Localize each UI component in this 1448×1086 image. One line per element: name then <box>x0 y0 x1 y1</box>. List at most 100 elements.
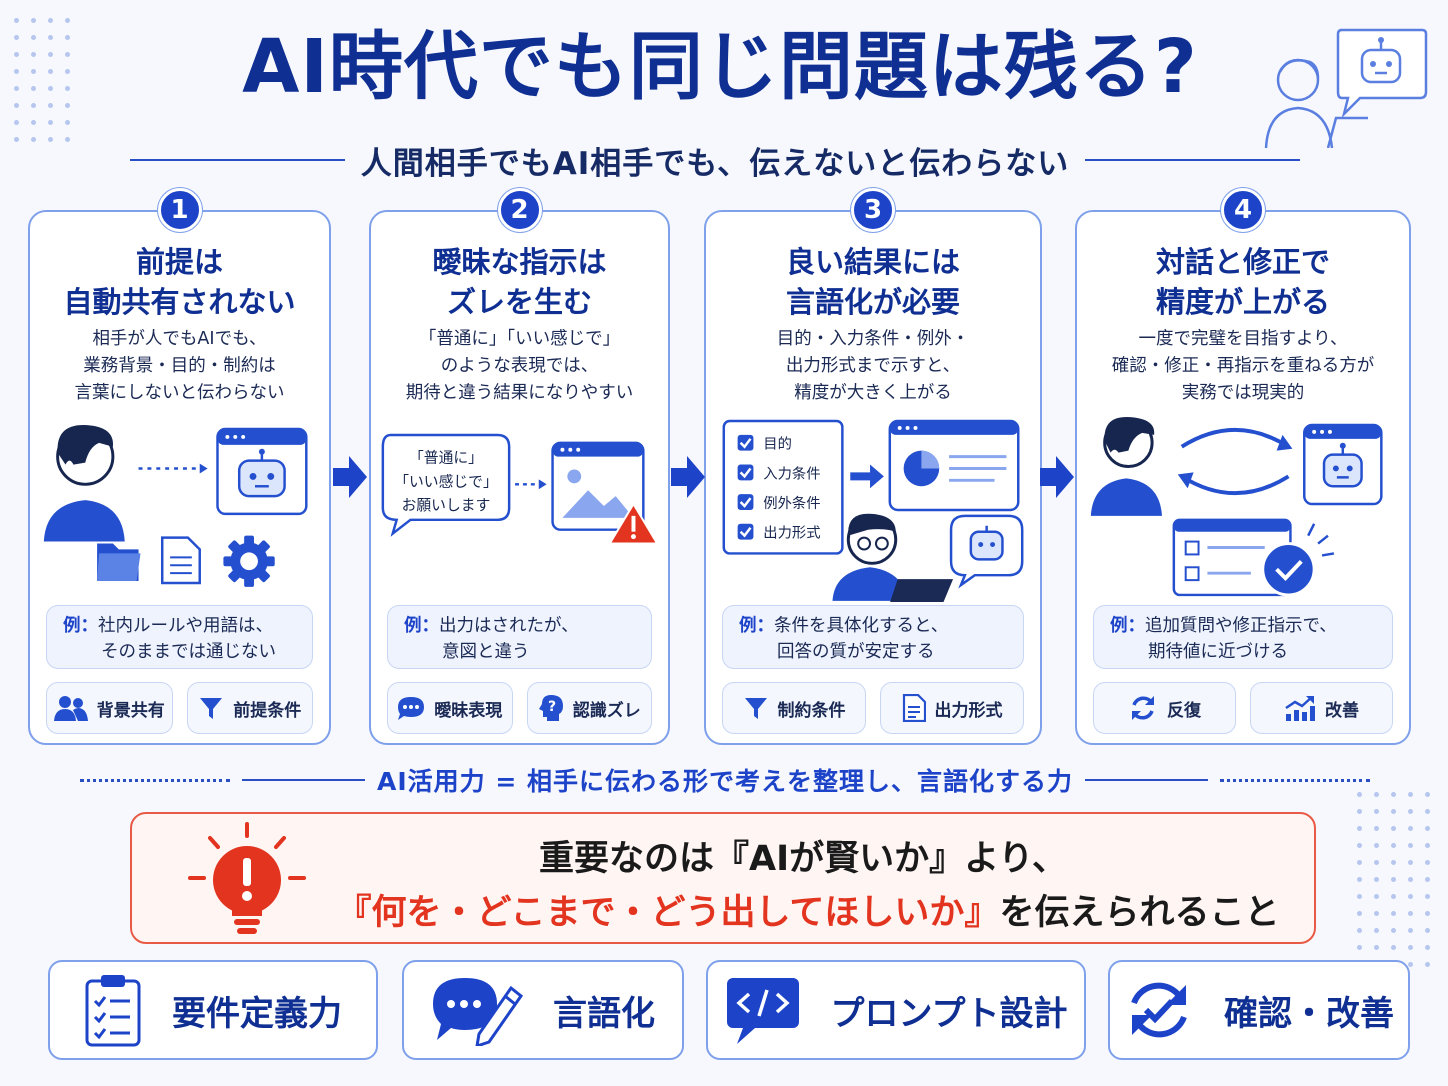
filter-icon <box>744 698 767 719</box>
checklist-item: 出力形式 <box>763 525 820 542</box>
card-verbalization: 3 良い結果には 言語化が必要 目的・入力条件・例外・ 出力形式まで示すと、 精… <box>704 188 1042 745</box>
flow-arrow-icon <box>1040 456 1074 498</box>
dotted-divider <box>80 778 230 782</box>
chat-pen-icon <box>433 978 523 1046</box>
tag-output-format: 出力形式 <box>880 682 1024 734</box>
checkbox-icon <box>737 464 754 481</box>
card-description: 目的・入力条件・例外・ 出力形式まで示すと、 精度が大きく上がる <box>706 326 1040 407</box>
divider-line <box>1085 159 1300 161</box>
checklist-item: 例外条件 <box>763 495 820 512</box>
desc-line: 一度で完璧を目指すより、 <box>1138 329 1348 349</box>
desc-line: 期待と違う結果になりやすい <box>405 383 634 403</box>
example-label: 例： <box>739 616 774 636</box>
document-icon <box>160 536 201 585</box>
checklist-panel: 目的 入力条件 例外条件 出力形式 <box>722 419 844 555</box>
step-number-badge: 3 <box>851 188 895 232</box>
illustration-person-to-ai <box>43 424 308 587</box>
bubble-text: お願いします <box>402 497 491 514</box>
card-description: 相手が人でもAIでも、 業務背景・目的・制約は 言葉にしないと伝わらない <box>30 326 329 407</box>
dotted-divider <box>1220 778 1371 782</box>
tag-preconditions: 前提条件 <box>186 682 313 734</box>
desc-line: 確認・修正・再指示を重ねる方が <box>1111 356 1375 376</box>
example-box: 例：社内ルールや用語は、 そのままでは通じない <box>46 605 313 669</box>
desc-line: 精度が大きく上がる <box>794 383 952 403</box>
document-icon <box>902 694 926 722</box>
example-text: 追加質問や修正指示で、 <box>1145 616 1337 636</box>
skill-requirements-definition: 要件定義力 <box>48 960 378 1060</box>
subtitle: 人間相手でもAI相手でも、伝えないと伝わらない <box>360 145 1070 182</box>
page-title: AI時代でも同じ問題は残る? <box>242 24 1198 110</box>
card-title: 前提は 自動共有されない <box>30 242 329 322</box>
robot-chat-icon <box>1336 28 1428 118</box>
example-label: 例： <box>1110 616 1145 636</box>
tag-label: 背景共有 <box>96 700 165 721</box>
card-title-line: 精度が上がる <box>1155 285 1330 319</box>
example-text: 社内ルールや用語は、 <box>98 616 273 636</box>
divider-line <box>1085 779 1209 781</box>
step-number-badge: 2 <box>497 188 542 232</box>
skill-label: プロンプト設計 <box>830 993 1068 1034</box>
desc-line: 実務では現実的 <box>1181 383 1305 403</box>
example-box: 例：追加質問や修正指示で、 期待値に近づける <box>1093 605 1393 669</box>
skill-label: 要件定義力 <box>172 993 342 1034</box>
checkbox-icon <box>737 494 754 510</box>
robot-chat-icon <box>949 514 1024 589</box>
skill-label: 言語化 <box>553 993 655 1034</box>
example-text: 出力はされたが、 <box>439 616 579 636</box>
tag-row: 反復 改善 <box>1093 682 1393 734</box>
bubble-text: 「いい感じで」 <box>394 473 498 490</box>
decorative-dots <box>1357 792 1430 967</box>
tag-label: 反復 <box>1167 700 1201 721</box>
skill-label: 確認・改善 <box>1224 993 1394 1034</box>
illustration-checklist-to-output: 目的 入力条件 例外条件 出力形式 <box>722 419 1024 602</box>
person-icon <box>1090 416 1162 516</box>
card-title-line: ズレを生む <box>446 285 592 319</box>
folder-icon <box>97 543 141 582</box>
checkbox-icon <box>737 434 754 451</box>
checkbox-icon <box>737 523 754 540</box>
example-label: 例： <box>404 616 439 636</box>
step-number-badge: 4 <box>1221 188 1265 232</box>
refresh-icon <box>1132 696 1154 720</box>
card-title: 曖昧な指示は ズレを生む <box>371 242 668 322</box>
chat-dots-icon <box>398 697 425 720</box>
tag-recognition-gap: ? 認識ズレ <box>526 682 652 734</box>
tag-row: 曖昧表現 ? 認識ズレ <box>387 682 652 734</box>
clipboard-checklist-icon <box>85 975 141 1047</box>
illustration-ambiguous-request: 「普通に」 「いい感じで」 お願いします <box>381 433 659 545</box>
card-title-line: 言語化が必要 <box>785 285 960 319</box>
example-text: 条件を具体化すると、 <box>774 616 949 636</box>
tag-label: 出力形式 <box>934 700 1003 721</box>
tag-label: 改善 <box>1325 700 1359 721</box>
report-window-icon <box>888 419 1020 512</box>
example-box: 例：条件を具体化すると、 回答の質が安定する <box>722 605 1024 669</box>
card-title-line: 自動共有されない <box>63 285 296 319</box>
desc-line: のような表現では、 <box>440 356 599 376</box>
tag-constraints: 制約条件 <box>722 682 866 734</box>
gear-icon <box>223 535 275 587</box>
person-icon <box>43 424 125 542</box>
card-title: 対話と修正で 精度が上がる <box>1077 242 1409 322</box>
skill-check-improve: 確認・改善 <box>1108 960 1410 1060</box>
desc-line: 相手が人でもAIでも、 <box>92 329 267 349</box>
flow-arrow-icon <box>671 456 705 498</box>
formula-row: AI活用力 = 相手に伝わる形で考えを整理し、言語化する力 <box>80 762 1371 798</box>
tag-ambiguous-expression: 曖昧表現 <box>387 682 513 734</box>
desc-line: 言葉にしないと伝わらない <box>74 383 285 403</box>
code-bubble-icon <box>726 978 799 1044</box>
card-title: 良い結果には 言語化が必要 <box>706 242 1040 322</box>
filter-icon <box>200 698 223 719</box>
card-title-line: 対話と修正で <box>1155 245 1330 279</box>
decorative-dots <box>14 18 70 142</box>
example-label: 例： <box>63 616 98 636</box>
checklist-item: 入力条件 <box>763 465 820 482</box>
tag-label: 認識ズレ <box>572 700 641 721</box>
person-outline-icon <box>1264 58 1368 148</box>
card-dialogue: 4 対話と修正で 精度が上がる 一度で完璧を目指すより、 確認・修正・再指示を重… <box>1075 188 1411 745</box>
key-message-rest: を伝えられること <box>999 893 1280 933</box>
desc-line: 業務背景・目的・制約は <box>83 356 276 376</box>
example-text: 意図と違う <box>442 642 530 662</box>
subtitle-row: 人間相手でもAI相手でも、伝えないと伝わらない <box>130 140 1300 182</box>
key-message-line1: 重要なのは『AIが賢いか』より、 <box>538 839 1067 879</box>
key-message-line2: 『何を・どこまで・どう出してほしいか』を伝えられること <box>332 884 1284 935</box>
